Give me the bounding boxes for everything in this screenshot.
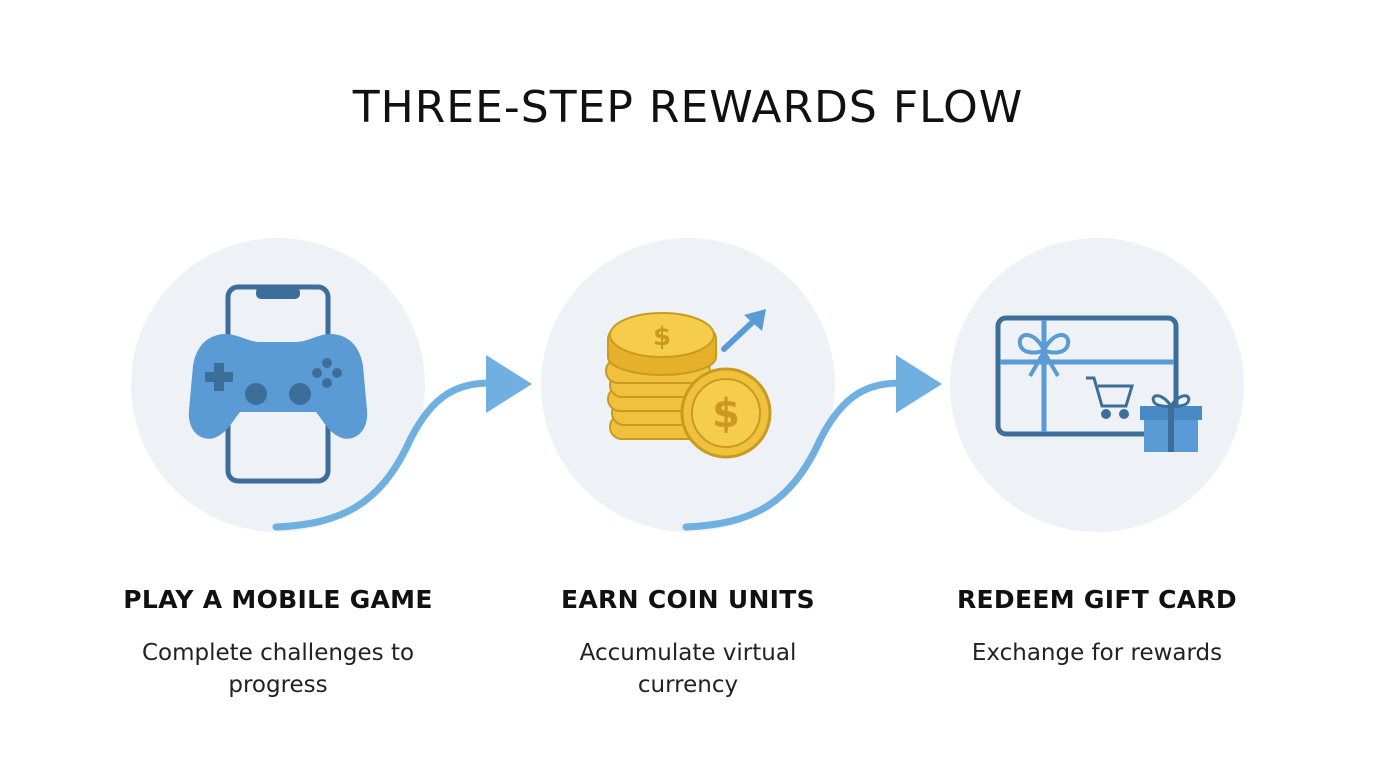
svg-text:$: $ — [712, 391, 740, 437]
step-2-title: EARN COIN UNITS — [561, 585, 815, 614]
gamepad-phone-icon — [188, 284, 368, 484]
step-3-title: REDEEM GIFT CARD — [957, 585, 1237, 614]
gift-card-icon — [995, 315, 1202, 452]
arrow-step2-to-step3 — [682, 355, 942, 531]
arrow-step1-to-step2 — [272, 355, 532, 531]
svg-text:$: $ — [653, 322, 671, 352]
step-3-description: Exchange for rewards — [971, 640, 1223, 666]
step-2-description: Accumulate virtual currency — [579, 640, 797, 698]
page-title: THREE-STEP REWARDS FLOW — [352, 82, 1024, 133]
step-1-description: Complete challenges to progress — [141, 640, 415, 698]
coins-icon: $ $ — [605, 309, 772, 459]
gift-box-icon — [1140, 394, 1202, 452]
cart-icon — [1086, 376, 1135, 419]
step-1-title: PLAY A MOBILE GAME — [123, 585, 433, 614]
